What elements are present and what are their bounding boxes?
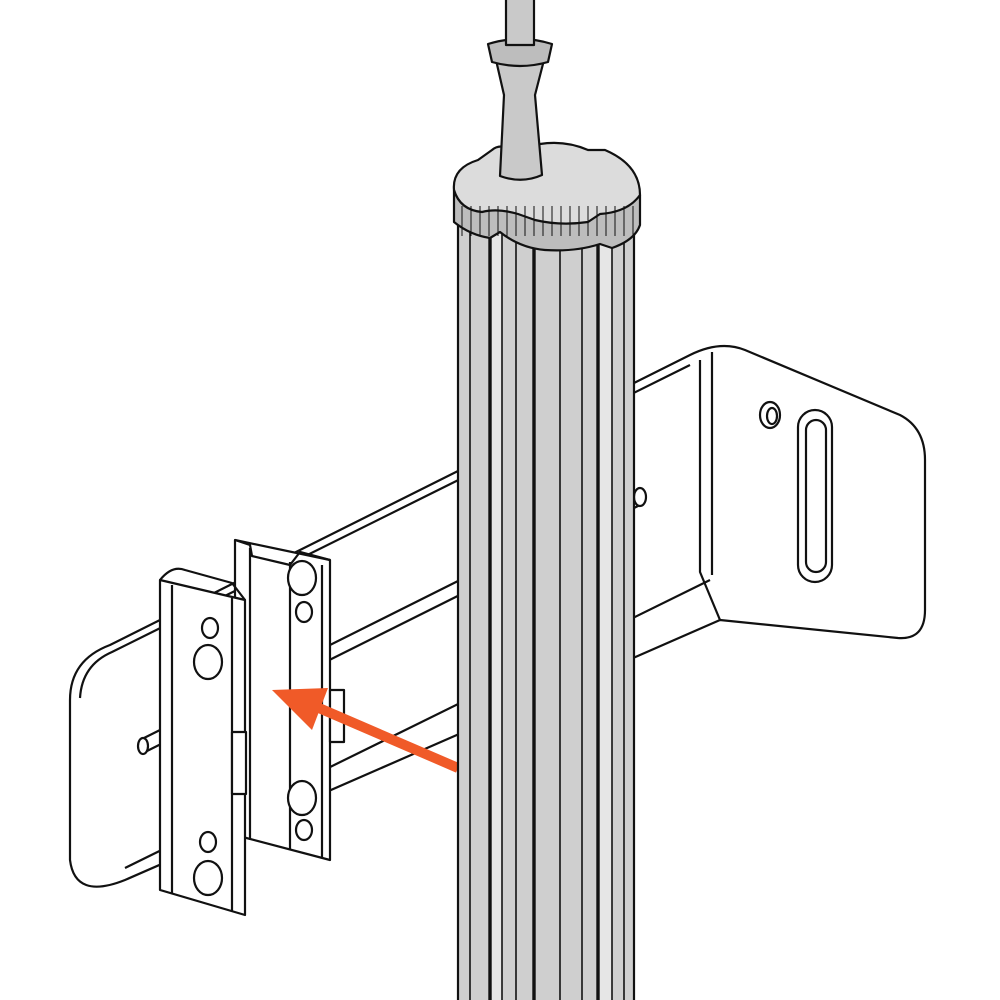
arrow-head xyxy=(272,688,328,730)
cable-strain-relief xyxy=(494,58,546,181)
end-cap xyxy=(452,141,642,252)
bracket-vertical-slot-inner xyxy=(804,418,828,574)
clip-hole-8 xyxy=(294,818,314,842)
clip-hole-7 xyxy=(286,779,318,817)
clip-left-lip xyxy=(159,567,246,601)
bracket-fold-line xyxy=(698,360,722,621)
clip-latch-left xyxy=(230,730,248,796)
end-cap-ribs xyxy=(461,206,634,236)
bracket-screw-hole-inner xyxy=(765,406,779,426)
clip-hole-6 xyxy=(294,600,314,624)
bracket-plate-edge xyxy=(78,364,691,699)
bracket-slot-end-right xyxy=(632,486,648,508)
arrow-shaft xyxy=(310,700,460,773)
direction-arrow xyxy=(272,688,460,773)
clip-left-flange xyxy=(158,578,247,917)
clip-hole-5 xyxy=(286,559,318,597)
clip-hole-3 xyxy=(198,830,218,854)
clip-top-rim xyxy=(234,538,331,567)
pole-flutes xyxy=(469,228,625,1000)
pole xyxy=(456,218,636,1000)
bracket-slot-end-left xyxy=(136,736,150,756)
clip-hole-1 xyxy=(200,616,220,640)
clip-hole-2 xyxy=(192,643,224,681)
pole-flute-highlight xyxy=(598,228,612,1000)
cable-wire xyxy=(504,0,536,47)
clip-hole-4 xyxy=(192,859,224,897)
cable xyxy=(486,0,554,181)
pole-flute-highlight xyxy=(490,228,502,1000)
